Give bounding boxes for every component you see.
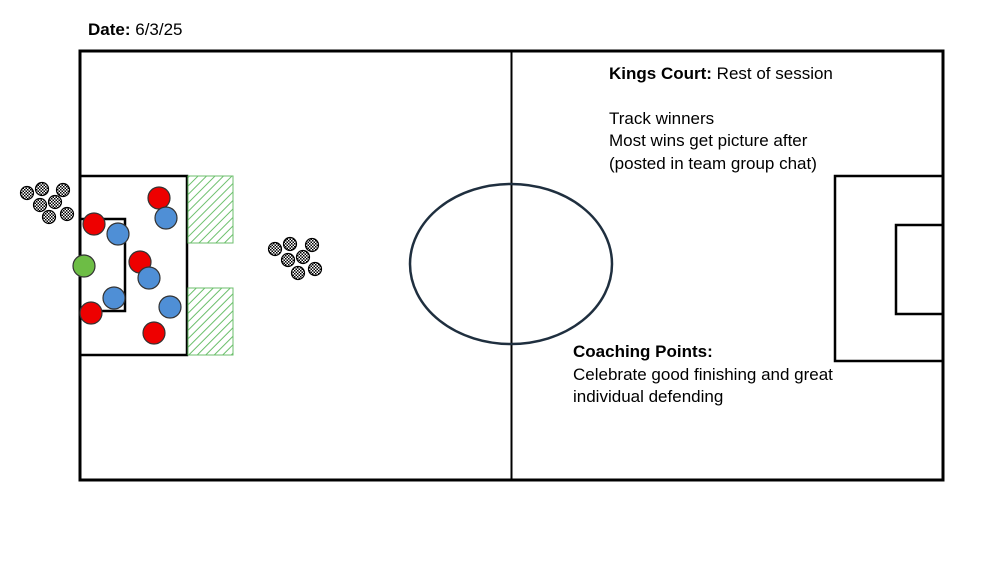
coaching-points-line: individual defending <box>573 387 724 406</box>
ball-icon <box>59 206 75 222</box>
green-goalkeeper <box>72 254 96 278</box>
kings-court-note: Kings Court: Rest of session Track winne… <box>609 63 833 175</box>
coaching-points-heading: Coaching Points: <box>573 341 833 364</box>
ball-icon <box>34 181 50 197</box>
ball-icon <box>295 249 311 265</box>
blue-player <box>158 295 182 319</box>
ball-icon <box>47 194 63 210</box>
blue-player <box>154 206 178 230</box>
kings-court-line: Track winners <box>609 108 715 128</box>
blue-player <box>102 286 126 310</box>
kings-court-heading: Kings Court: Rest of session <box>609 63 833 86</box>
ball-icon <box>267 241 283 257</box>
date-label: Date: <box>88 20 131 39</box>
red-player <box>142 321 166 345</box>
ball-icon <box>290 265 306 281</box>
kings-court-line: (posted in team group chat) <box>609 153 817 173</box>
date-value: 6/3/25 <box>135 20 183 39</box>
ball-icon <box>19 185 35 201</box>
ball-icon <box>282 236 298 252</box>
kings-court-line: Most wins get picture after <box>609 131 808 150</box>
coaching-points-line: Celebrate good finishing and great <box>573 364 833 384</box>
kings-court-value: Rest of session <box>716 64 833 83</box>
ball-pile-left <box>19 181 75 225</box>
blue-player <box>137 266 161 290</box>
ball-icon <box>304 237 320 253</box>
blue-team <box>102 206 182 319</box>
ball-icon <box>307 261 323 277</box>
red-player <box>147 186 171 210</box>
mini-goal-top <box>187 175 234 244</box>
ball-icon <box>41 209 57 225</box>
coaching-points-note: Coaching Points: Celebrate good finishin… <box>573 341 833 409</box>
ball-pile-center <box>267 236 323 281</box>
ball-icon <box>55 182 71 198</box>
center-circle <box>408 182 614 346</box>
kings-court-label: Kings Court: <box>609 64 712 83</box>
red-team <box>79 186 171 345</box>
ball-icon <box>280 252 296 268</box>
session-date: Date: 6/3/25 <box>88 20 183 40</box>
red-player <box>79 301 103 325</box>
coaching-points-label: Coaching Points: <box>573 342 713 361</box>
ball-icon <box>32 197 48 213</box>
blue-player <box>106 222 130 246</box>
right-goal-area <box>894 223 945 316</box>
mini-goal-bottom <box>187 287 234 356</box>
red-player <box>82 212 106 236</box>
